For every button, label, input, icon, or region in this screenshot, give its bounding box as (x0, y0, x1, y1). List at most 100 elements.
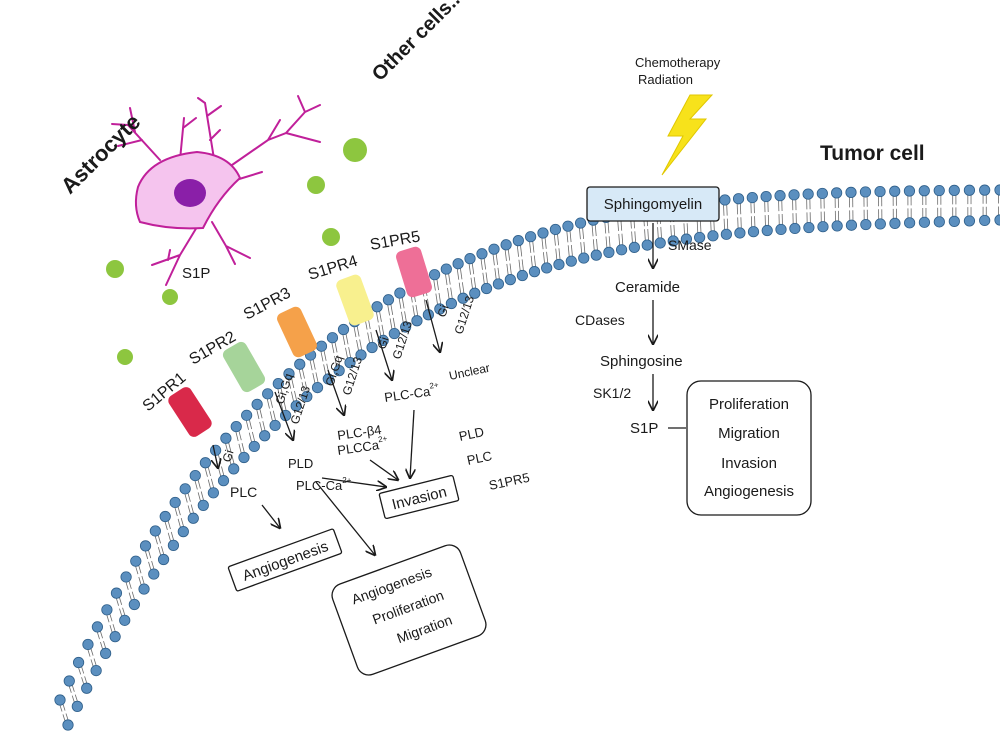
lipid-tail (228, 455, 232, 465)
lipid-tail (494, 268, 497, 280)
lipid-tail (348, 347, 352, 358)
lipid-head (241, 409, 253, 421)
lipid-head (469, 287, 481, 299)
lipid-head (262, 388, 274, 400)
lipid-head (574, 217, 587, 229)
lipid-head (452, 258, 464, 270)
lipid-tail (122, 607, 126, 616)
lipid-tail (415, 304, 419, 316)
lipid-tail (59, 705, 63, 712)
lipid-head (860, 218, 872, 231)
lipid-tail (112, 624, 116, 632)
lipid-head (148, 568, 160, 580)
lipid-head (747, 226, 760, 238)
lipid-head (775, 223, 787, 236)
s1pr4-g2-label: G12/13 (390, 319, 416, 361)
lipid-tail (204, 467, 208, 477)
lipid-tail (582, 227, 585, 239)
lipid-head (918, 185, 930, 197)
lipid-tail (604, 222, 607, 234)
lipid-head (355, 349, 367, 361)
lipid-tail (427, 298, 430, 310)
effect-angiogenesis: Angiogenesis (704, 483, 794, 500)
s1pr5-arrow (425, 299, 440, 352)
s1pr2-receptor (222, 341, 266, 393)
lipid-head (315, 340, 328, 352)
s1pr2-g1-label: Gi,Gq (273, 372, 296, 406)
lipid-tail (315, 372, 319, 383)
lipid-tail (65, 713, 69, 720)
lipid-tail (290, 391, 294, 402)
lipid-head (845, 186, 857, 198)
lightning-bolt-icon (661, 94, 714, 176)
lipid-tail (277, 388, 281, 399)
lipid-head (62, 719, 74, 731)
cdases-label: CDases (575, 312, 625, 328)
lipid-tail (148, 550, 152, 559)
lipid-head (500, 239, 512, 251)
lipid-tail (445, 274, 448, 286)
astrocyte-nucleus (174, 179, 206, 207)
lipid-tail (71, 695, 75, 703)
s1p-product-label: S1P (630, 420, 658, 437)
lipid-tail (78, 667, 82, 675)
lipid-head (228, 463, 240, 475)
lipid-head (562, 220, 574, 232)
lipid-tail (356, 339, 359, 351)
lipid-tail (594, 224, 597, 237)
lipid-head (541, 262, 553, 274)
lipid-tail (125, 582, 129, 590)
lipid-head (301, 390, 313, 403)
lipid-tail (553, 234, 556, 246)
lipid-tail (187, 493, 191, 502)
lipid-tail (334, 355, 337, 367)
lipid-tail (161, 546, 165, 555)
lipid-head (169, 496, 181, 509)
lipid-tail (210, 478, 215, 488)
side-pld-label: PLD (458, 424, 486, 444)
s1pr4-to-invasion-arrow (410, 409, 414, 478)
lipid-head (248, 440, 260, 453)
lipid-tail (131, 591, 135, 600)
lipid-tail (392, 317, 396, 329)
lipid-tail (583, 241, 586, 253)
astrocyte-cell-icon (111, 95, 321, 286)
s1pr3-plcb4-label: PLC-β4 (336, 422, 382, 443)
lipid-head (72, 656, 85, 669)
lipid-head (774, 190, 786, 202)
side-plc-label: PLC (466, 448, 494, 468)
effect-migration: Migration (718, 425, 780, 442)
lipid-tail (686, 223, 689, 235)
side-s1pr5-label: S1PR5 (488, 470, 531, 493)
sphingomyelin-box (586, 186, 720, 222)
lipid-tail (135, 566, 139, 575)
lipid-tail (376, 311, 379, 323)
lipid-head (251, 398, 263, 410)
lipid-tail (367, 332, 370, 343)
other-cells-label: Other cells... (368, 0, 468, 86)
lipid-tail (241, 443, 245, 453)
lipid-head (831, 220, 843, 232)
lipid-head (549, 223, 562, 236)
lipid-tail (90, 659, 94, 667)
lipid-head (845, 219, 858, 231)
lipid-head (553, 258, 565, 271)
lipid-tail (423, 299, 427, 311)
lipid-tail (618, 233, 621, 245)
plc-to-invasion-arrow-1 (321, 477, 386, 487)
tumor-cell-label: Tumor cell (820, 142, 925, 165)
lipid-tail (245, 420, 249, 430)
lipid-head (816, 187, 828, 200)
lipid-tail (607, 222, 610, 234)
lipid-tail (256, 409, 260, 420)
lipid-tail (167, 532, 171, 542)
lipid-tail (109, 625, 113, 633)
lipid-head (269, 419, 281, 432)
lipid-tail (238, 443, 242, 454)
s1pr3-arrow (327, 369, 344, 415)
lipid-head (803, 221, 815, 234)
lipid-head (311, 382, 324, 394)
lipid-tail (592, 239, 595, 251)
lipid-tail (370, 331, 374, 343)
lipid-tail (436, 279, 439, 291)
